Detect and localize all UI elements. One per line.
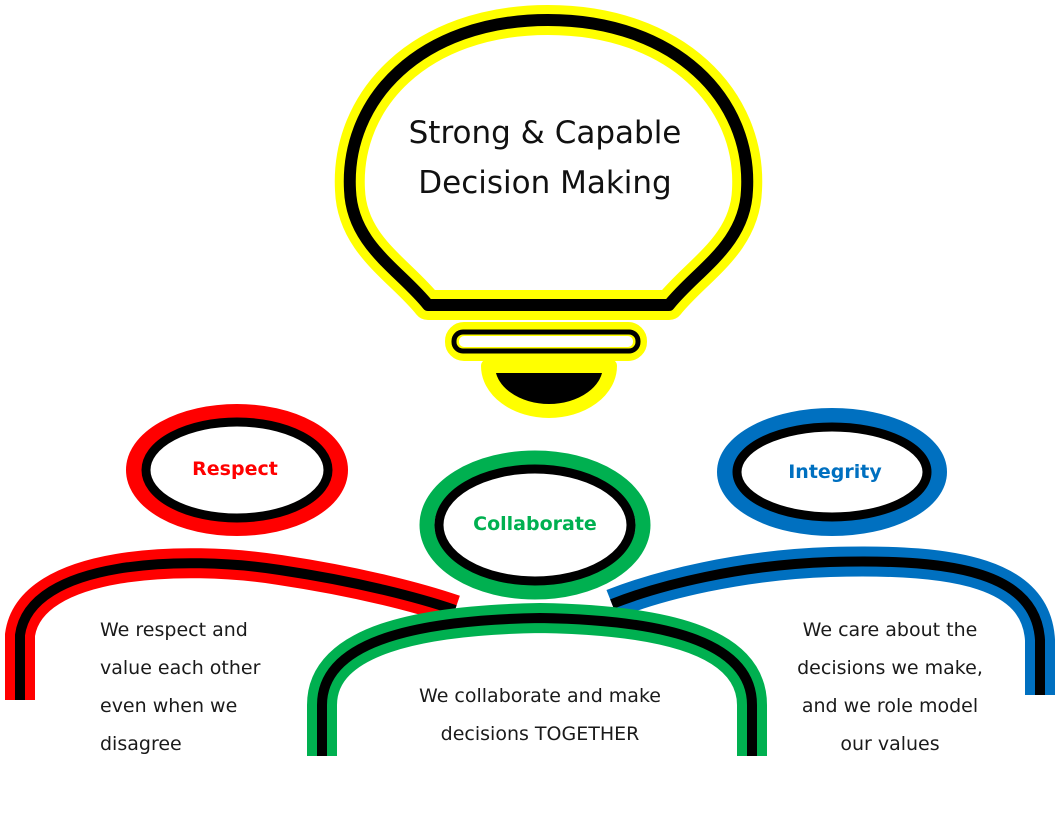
respect-line-1: We respect and bbox=[100, 619, 248, 641]
respect-line-2: value each other bbox=[100, 657, 261, 679]
respect-line-4: disagree bbox=[100, 733, 182, 755]
respect-figure bbox=[4, 404, 460, 700]
bulb-glass-inner bbox=[343, 14, 754, 311]
collaborate-line-2: decisions TOGETHER bbox=[440, 723, 640, 745]
integrity-figure bbox=[606, 408, 1055, 695]
integrity-line-1: We care about the bbox=[802, 619, 978, 641]
lightbulb-icon bbox=[334, 5, 763, 418]
integrity-line-3: and we role model bbox=[801, 695, 979, 717]
respect-description: We respect and value each other even whe… bbox=[100, 611, 330, 763]
collaborate-description: We collaborate and make decisions TOGETH… bbox=[380, 677, 700, 753]
respect-line-3: even when we bbox=[100, 695, 238, 717]
collaborate-figure bbox=[307, 450, 767, 756]
integrity-line-4: our values bbox=[840, 733, 940, 755]
integrity-line-2: decisions we make, bbox=[797, 657, 983, 679]
integrity-title: Integrity bbox=[788, 461, 882, 483]
integrity-head bbox=[717, 408, 947, 536]
respect-head bbox=[126, 404, 348, 536]
bulb-title: Strong & Capable Decision Making bbox=[370, 108, 720, 208]
collaborate-head bbox=[419, 450, 651, 600]
collaborate-title: Collaborate bbox=[473, 513, 597, 535]
bulb-base bbox=[481, 359, 617, 418]
bulb-title-line-1: Strong & Capable bbox=[408, 115, 682, 151]
integrity-description: We care about the decisions we make, and… bbox=[765, 611, 1015, 763]
collaborate-line-1: We collaborate and make bbox=[419, 685, 661, 707]
respect-title: Respect bbox=[192, 458, 278, 480]
bulb-title-line-2: Decision Making bbox=[418, 165, 672, 201]
